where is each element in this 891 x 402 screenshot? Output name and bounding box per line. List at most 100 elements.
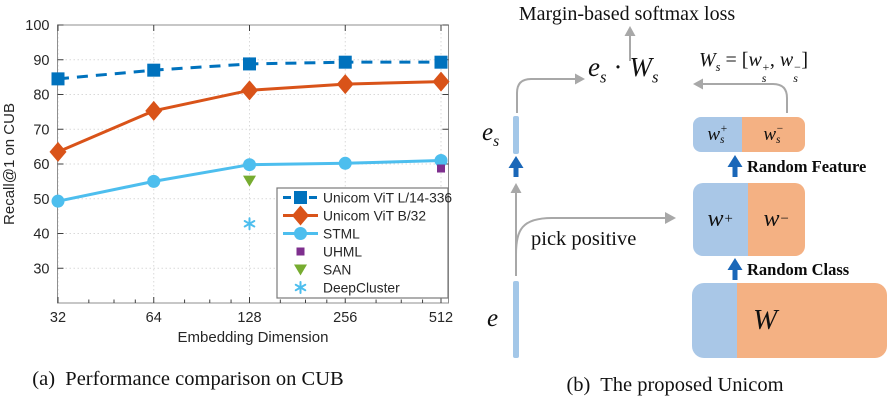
math-w: w (707, 206, 724, 232)
random-class-arrowhead (727, 258, 743, 270)
math-s: s (776, 133, 781, 146)
y-tick-label: 70 (33, 122, 49, 138)
random-feature-arrowhead (727, 155, 743, 167)
math-s: s (720, 133, 725, 146)
ws-positive-cell: w+s (693, 117, 742, 152)
e-label: e (487, 305, 498, 333)
x-tick-label: 64 (146, 310, 162, 326)
math-open-bracket: [ (741, 49, 749, 71)
W-block-blue-cell (692, 283, 737, 358)
y-tick-label: 90 (33, 53, 49, 69)
y-tick-label: 80 (33, 88, 49, 104)
math-W: W (699, 49, 716, 71)
math-e: e (487, 305, 499, 332)
math-w: w (779, 49, 794, 71)
math-w: w (707, 123, 720, 145)
asterisk-stroke (294, 283, 307, 292)
x-tick-label: 32 (50, 310, 66, 326)
formula-es-dot-ws: es·Ws (588, 52, 659, 87)
asterisk-stroke (243, 220, 256, 228)
marker-circle (147, 174, 161, 188)
math-sub-s: s (652, 67, 659, 87)
math-w: w (748, 49, 762, 71)
loss-arrowhead (624, 26, 636, 36)
marker-square-small (296, 247, 305, 256)
marker-diamond (432, 71, 450, 92)
math-equals: = (725, 49, 737, 71)
marker-circle (434, 154, 448, 168)
math-e: e (482, 119, 494, 146)
legend-label: DeepCluster (323, 280, 400, 295)
y-tick-label: 60 (33, 157, 49, 173)
math-comma: , (769, 49, 775, 71)
ws-split-block: w+s w−s (693, 117, 805, 152)
pick-positive-arrow (515, 217, 666, 255)
es-label: es (482, 119, 499, 151)
legend-label: Unicom ViT L/14-336 (323, 190, 452, 205)
math-W: W (629, 52, 653, 82)
math-plus: + (761, 59, 770, 74)
es-blue-arrowhead (508, 156, 524, 168)
marker-diamond (292, 205, 309, 226)
random-feature-label: Random Feature (747, 157, 867, 176)
marker-square-small (437, 164, 445, 173)
legend-label: Unicom ViT B/32 (323, 208, 426, 223)
marker-square (294, 191, 307, 204)
es-vector-bar (513, 116, 519, 154)
es-to-formula-arrowhead (575, 73, 585, 85)
ws-negative-cell: w−s (742, 117, 805, 152)
math-s: s (761, 70, 767, 85)
math-e: e (588, 52, 600, 82)
math-plus: + (723, 211, 734, 227)
y-tick-label: 30 (33, 261, 49, 277)
math-W: W (753, 304, 778, 336)
math-sub-s: s (715, 60, 721, 74)
math-sub-s: s (599, 67, 607, 87)
marker-circle (294, 227, 307, 240)
formula-ws-definition: Ws=[w+s, w−s] (699, 49, 808, 84)
caption-b: (b) The proposed Unicom (566, 374, 784, 396)
marker-square (434, 55, 448, 69)
marker-square (243, 57, 256, 71)
marker-diamond (49, 141, 67, 162)
marker-square (338, 55, 352, 69)
marker-square (51, 72, 65, 86)
marker-triangle-down (243, 175, 256, 187)
marker-diamond (241, 80, 258, 101)
legend-box (276, 187, 449, 299)
math-sub-s: s (493, 133, 500, 150)
random-class-label: Random Class (747, 260, 850, 279)
pick-positive-label: pick positive (531, 228, 637, 250)
legend-label: STML (323, 226, 360, 241)
y-tick-label: 40 (33, 227, 49, 243)
marker-diamond (145, 100, 163, 121)
marker-triangle-down (294, 264, 307, 276)
math-w: w (763, 123, 776, 145)
math-dot: · (613, 52, 623, 82)
ws-to-formula-arrow (703, 83, 788, 113)
W-block: W (692, 283, 887, 358)
W-block-orange-cell: W (737, 283, 887, 358)
y-axis-label: Recall@1 on CUB (1, 103, 18, 225)
math-s: s (793, 70, 798, 85)
y-tick-label: 100 (25, 18, 49, 34)
e-vector-bar (513, 281, 519, 358)
marker-circle (243, 158, 256, 172)
w-positive-cell: w+ (693, 183, 748, 256)
loss-label: Margin-based softmax loss (518, 3, 736, 25)
e-to-es-arrowhead (510, 183, 522, 193)
marker-asterisk (243, 217, 256, 231)
math-close-bracket: ] (801, 49, 809, 71)
diagram-arrows (508, 26, 788, 280)
w-negative-cell: w− (748, 183, 805, 256)
marker-diamond (336, 74, 354, 95)
marker-circle (51, 194, 65, 208)
math-w: w (763, 206, 780, 232)
marker-asterisk (294, 281, 307, 294)
w-split-block: w+ w− (693, 183, 805, 256)
x-axis-label: Embedding Dimension (178, 329, 329, 346)
caption-a: (a) Performance comparison on CUB (32, 368, 344, 390)
legend-label: SAN (323, 262, 351, 277)
